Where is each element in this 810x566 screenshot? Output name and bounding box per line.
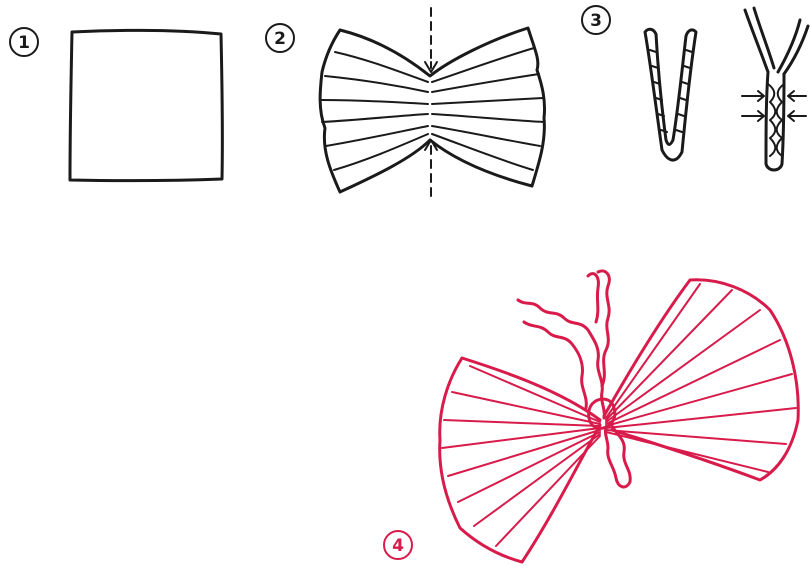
- pinch-arrow-top: [425, 8, 437, 72]
- pinch-arrow-bottom: [425, 140, 437, 196]
- step-4-group: 4: [384, 271, 798, 562]
- step-1-number: 1: [18, 33, 30, 53]
- step-4-number: 4: [392, 536, 404, 556]
- step-3-badge: 3: [582, 6, 610, 34]
- finished-flower-drawing: [440, 271, 799, 562]
- step-2-group: 2: [266, 8, 545, 196]
- step-2-number: 2: [274, 29, 286, 49]
- step-4-badge: 4: [384, 531, 412, 559]
- folded-pipe-cleaner-drawing: [645, 29, 696, 160]
- step-2-badge: 2: [266, 24, 294, 52]
- step-3-number: 3: [590, 11, 602, 31]
- step-1-group: 1: [10, 28, 222, 181]
- square-paper-drawing: [70, 30, 222, 180]
- pleated-paper-drawing: [320, 8, 544, 196]
- step-1-badge: 1: [10, 28, 38, 56]
- step-3-group: 3: [582, 6, 808, 170]
- twisted-pipe-cleaner-drawing: [742, 8, 808, 170]
